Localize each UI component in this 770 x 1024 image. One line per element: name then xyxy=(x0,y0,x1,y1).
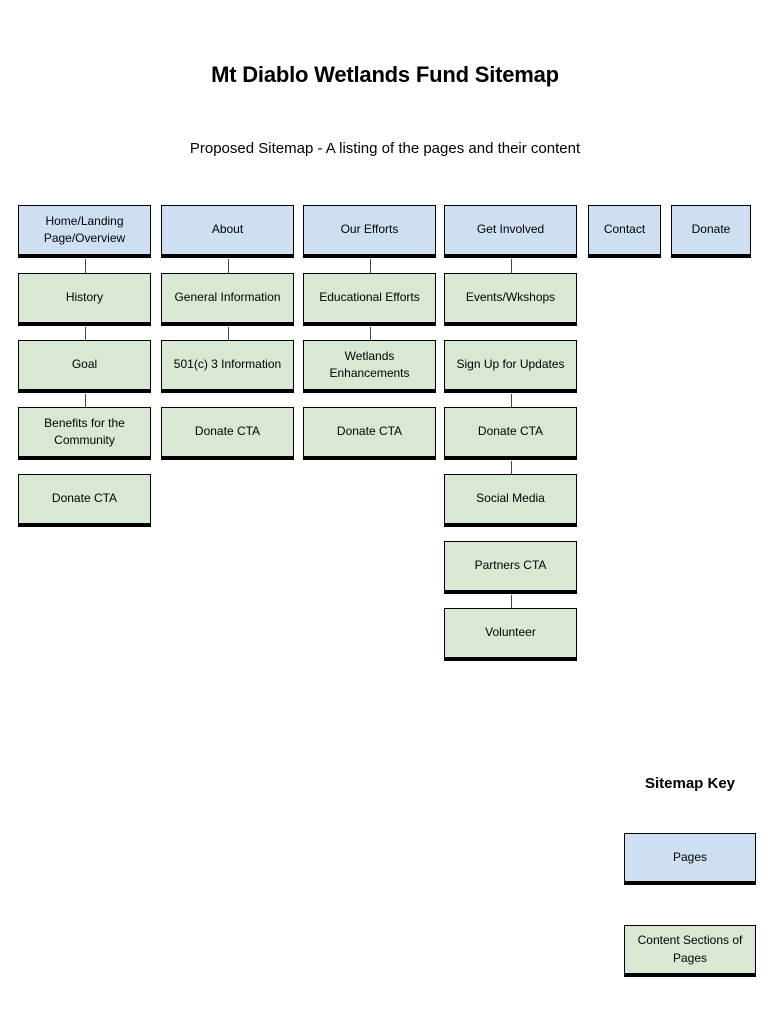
sitemap-section-label: Benefits for the Community xyxy=(44,415,125,447)
sitemap-connector xyxy=(370,327,371,340)
sitemap-page-label: Donate xyxy=(691,222,731,237)
sitemap-connector xyxy=(511,394,512,407)
sitemap-section-label: Donate CTA xyxy=(336,424,403,439)
sitemap-connector xyxy=(85,327,86,340)
sitemap-section-label: Educational Efforts xyxy=(319,290,420,305)
page-subtitle: Proposed Sitemap - A listing of the page… xyxy=(189,140,581,157)
sitemap-section-box[interactable]: Donate CTA xyxy=(303,407,436,460)
sitemap-section-box[interactable]: Events/Wkshops xyxy=(444,273,577,326)
sitemap-section-box[interactable]: Donate CTA xyxy=(18,474,151,527)
sitemap-section-box[interactable]: Benefits for the Community xyxy=(18,407,151,460)
sitemap-page-box[interactable]: Home/Landing Page/Overview xyxy=(18,205,151,258)
sitemap-section-label: Donate CTA xyxy=(51,491,118,506)
sitemap-section-label: Partners CTA xyxy=(474,558,547,573)
sitemap-section-label: Goal xyxy=(71,357,98,372)
sitemap-page-label: Get Involved xyxy=(476,222,545,237)
sitemap-page-box[interactable]: Contact xyxy=(588,205,661,258)
sitemap-connector xyxy=(85,259,86,273)
sitemap-connector xyxy=(511,595,512,608)
sitemap-section-box[interactable]: Social Media xyxy=(444,474,577,527)
sitemap-page-box[interactable]: Our Efforts xyxy=(303,205,436,258)
sitemap-page-label: Home/Landing Page/Overview xyxy=(43,213,126,245)
sitemap-connector xyxy=(511,461,512,474)
sitemap-section-label: Wetlands Enhancements xyxy=(329,348,410,380)
page-title: Mt Diablo Wetlands Fund Sitemap xyxy=(211,62,559,87)
sitemap-page-label: Contact xyxy=(603,222,646,237)
legend-swatch-label: Pages xyxy=(672,849,708,864)
sitemap-section-box[interactable]: Sign Up for Updates xyxy=(444,340,577,393)
sitemap-section-label: Social Media xyxy=(476,491,545,506)
sitemap-section-label: General Information xyxy=(174,290,281,305)
legend-swatch-page: Pages xyxy=(624,833,756,885)
sitemap-connector xyxy=(228,259,229,273)
legend-swatch-label: Content Sections of Pages xyxy=(637,933,743,965)
sitemap-section-label: Sign Up for Updates xyxy=(456,357,565,372)
sitemap-section-label: History xyxy=(65,290,104,305)
sitemap-section-label: Donate CTA xyxy=(194,424,261,439)
sitemap-section-box[interactable]: Donate CTA xyxy=(444,407,577,460)
sitemap-page-box[interactable]: Donate xyxy=(671,205,751,258)
sitemap-page-label: About xyxy=(211,222,244,237)
sitemap-page-label: Our Efforts xyxy=(340,222,399,237)
sitemap-section-label: Events/Wkshops xyxy=(465,290,556,305)
sitemap-page-box[interactable]: About xyxy=(161,205,294,258)
sitemap-section-label: Donate CTA xyxy=(477,424,544,439)
sitemap-section-box[interactable]: History xyxy=(18,273,151,326)
sitemap-section-box[interactable]: Donate CTA xyxy=(161,407,294,460)
sitemap-section-box[interactable]: Educational Efforts xyxy=(303,273,436,326)
sitemap-connector xyxy=(511,259,512,273)
sitemap-section-label: 501(c) 3 Information xyxy=(173,357,282,372)
legend-swatch-section: Content Sections of Pages xyxy=(624,925,756,977)
sitemap-section-box[interactable]: General Information xyxy=(161,273,294,326)
sitemap-section-label: Volunteer xyxy=(485,625,536,640)
sitemap-section-box[interactable]: Wetlands Enhancements xyxy=(303,340,436,393)
sitemap-page-box[interactable]: Get Involved xyxy=(444,205,577,258)
sitemap-section-box[interactable]: 501(c) 3 Information xyxy=(161,340,294,393)
sitemap-connector xyxy=(228,327,229,340)
sitemap-section-box[interactable]: Goal xyxy=(18,340,151,393)
sitemap-connector xyxy=(370,259,371,273)
sitemap-section-box[interactable]: Volunteer xyxy=(444,608,577,661)
legend-title: Sitemap Key xyxy=(644,775,736,792)
sitemap-connector xyxy=(85,394,86,407)
sitemap-section-box[interactable]: Partners CTA xyxy=(444,541,577,594)
